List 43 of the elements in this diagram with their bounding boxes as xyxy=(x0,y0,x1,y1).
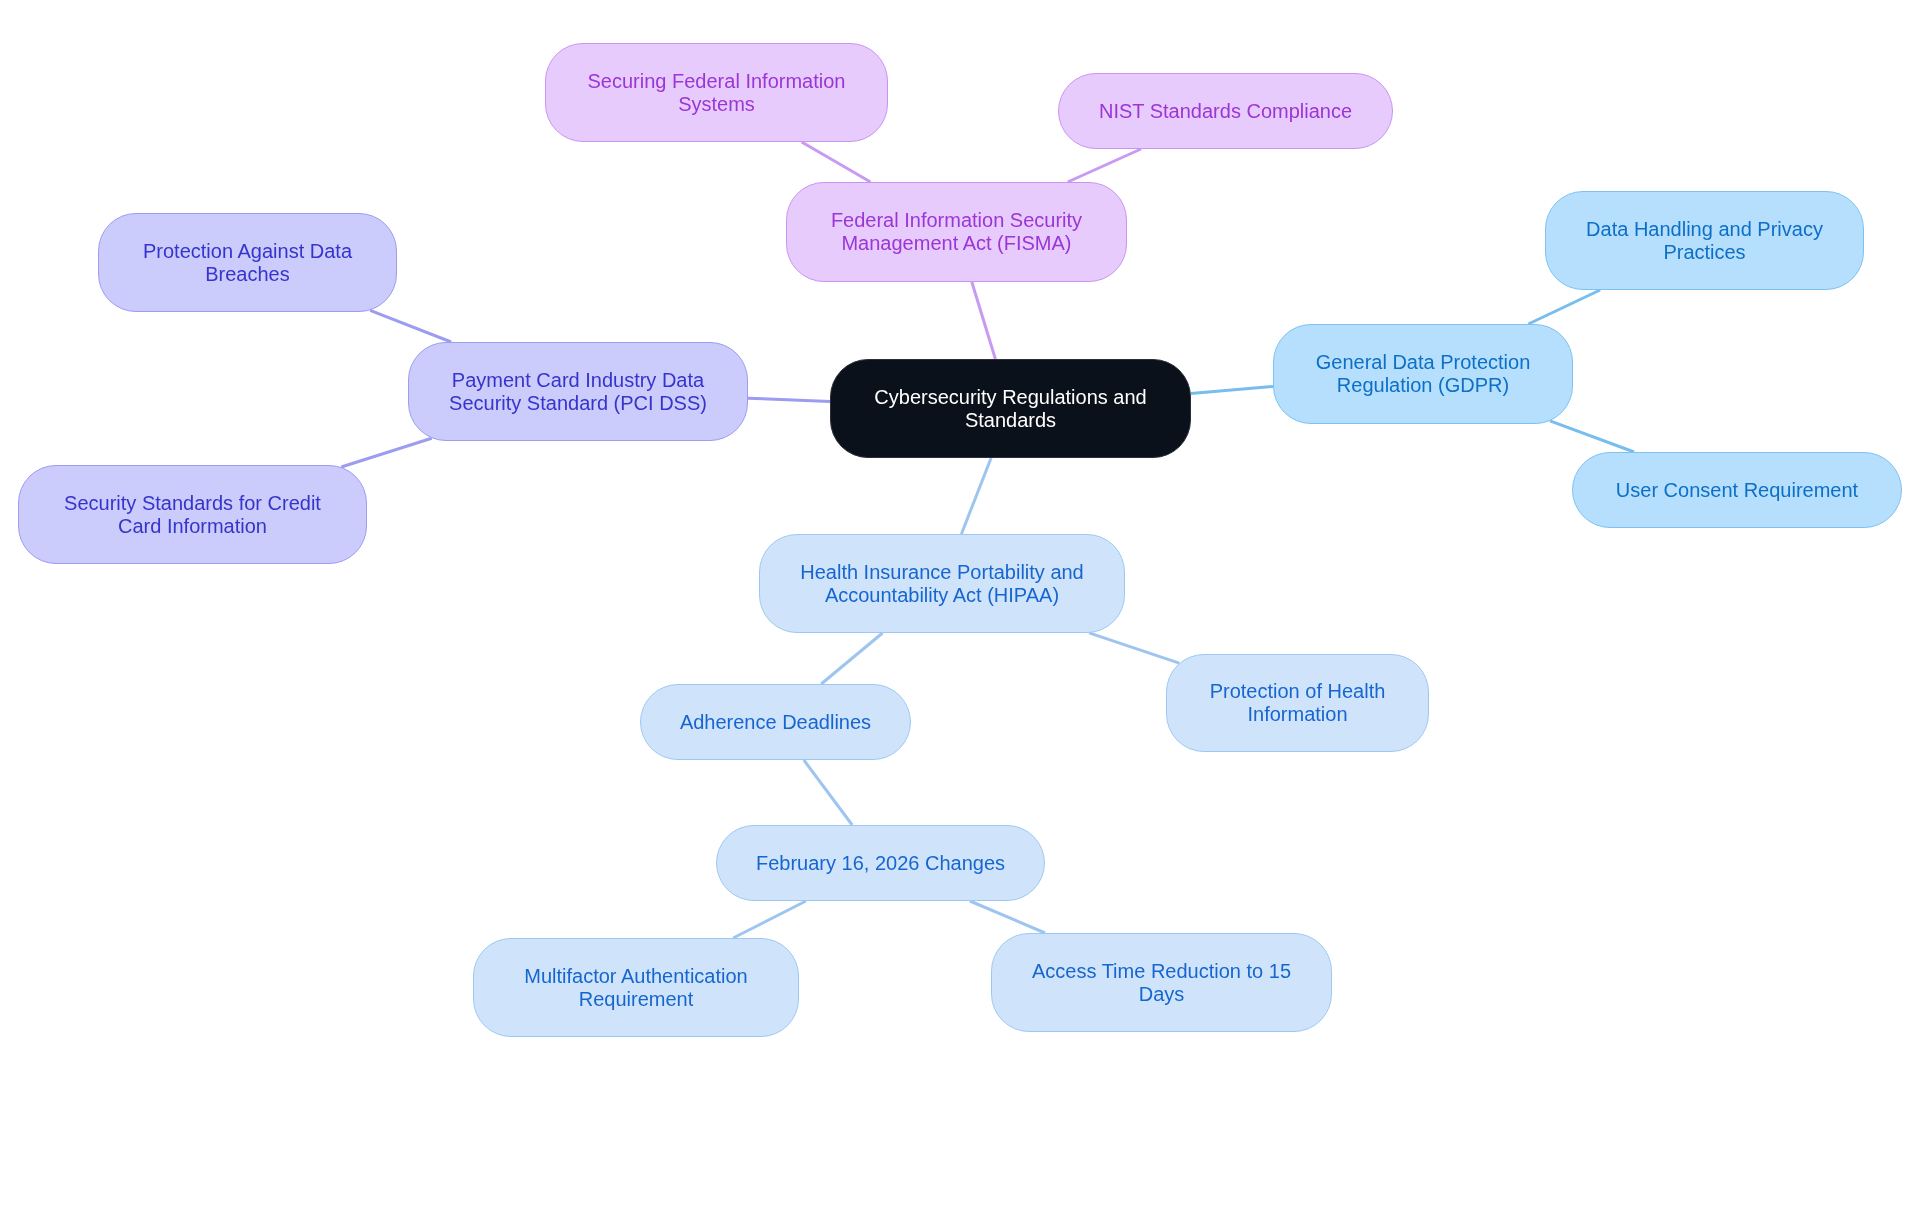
central-topic-box xyxy=(830,359,1191,458)
connector-line xyxy=(800,140,872,184)
topic-label: Multifactor Authentication Requirement xyxy=(523,964,749,1011)
topic-label: Access Time Reduction to 15 Days xyxy=(1031,959,1292,1006)
topic-label: Adherence Deadlines xyxy=(679,710,872,734)
topic-label: NIST Standards Compliance xyxy=(1098,99,1353,123)
topic-label: User Consent Requirement xyxy=(1615,478,1859,502)
connector-line xyxy=(1190,385,1274,395)
topic-box xyxy=(408,342,748,441)
topic-label: General Data Protection Regulation (GDPR) xyxy=(1314,351,1532,397)
topic-box xyxy=(473,938,799,1037)
topic-label: February 16, 2026 Changes xyxy=(755,851,1006,875)
connector-line xyxy=(802,759,854,826)
connector-line xyxy=(820,631,884,686)
connector-line xyxy=(970,281,997,360)
connector-line xyxy=(960,457,993,535)
topic-label: Health Insurance Portability and Accountability Act (HIPAA) xyxy=(799,560,1085,607)
connector-line xyxy=(340,436,433,469)
connector-line xyxy=(747,396,831,403)
connector-line xyxy=(1549,419,1635,454)
connector-line xyxy=(1527,288,1601,326)
topic-box xyxy=(786,182,1127,282)
topic-box xyxy=(759,534,1125,633)
topic-label: Security Standards for Credit Card Information xyxy=(63,491,322,538)
topic-box xyxy=(1166,654,1429,752)
topic-box xyxy=(1273,324,1573,424)
topic-box xyxy=(1545,191,1864,290)
topic-box xyxy=(18,465,367,564)
topic-box xyxy=(98,213,397,312)
connector-line xyxy=(1067,147,1142,184)
topic-box xyxy=(545,43,888,142)
topic-label: Cybersecurity Regulations and Standards xyxy=(873,385,1148,432)
topic-label: Securing Federal Information Systems xyxy=(586,69,847,116)
topic-label: Federal Information Security Management Act (FISMA) xyxy=(829,209,1084,255)
topic-label: Data Handling and Privacy Practices xyxy=(1585,217,1824,264)
topic-label: Protection of Health Information xyxy=(1208,680,1387,726)
connector-line xyxy=(369,308,452,344)
topic-label: Protection Against Data Breaches xyxy=(142,239,353,286)
topic-box xyxy=(991,933,1332,1032)
connector-line xyxy=(1088,631,1180,665)
connector-line xyxy=(969,899,1046,935)
connector-line xyxy=(732,899,807,940)
topic-label: Payment Card Industry Data Security Standard (PCI DSS) xyxy=(448,368,708,415)
